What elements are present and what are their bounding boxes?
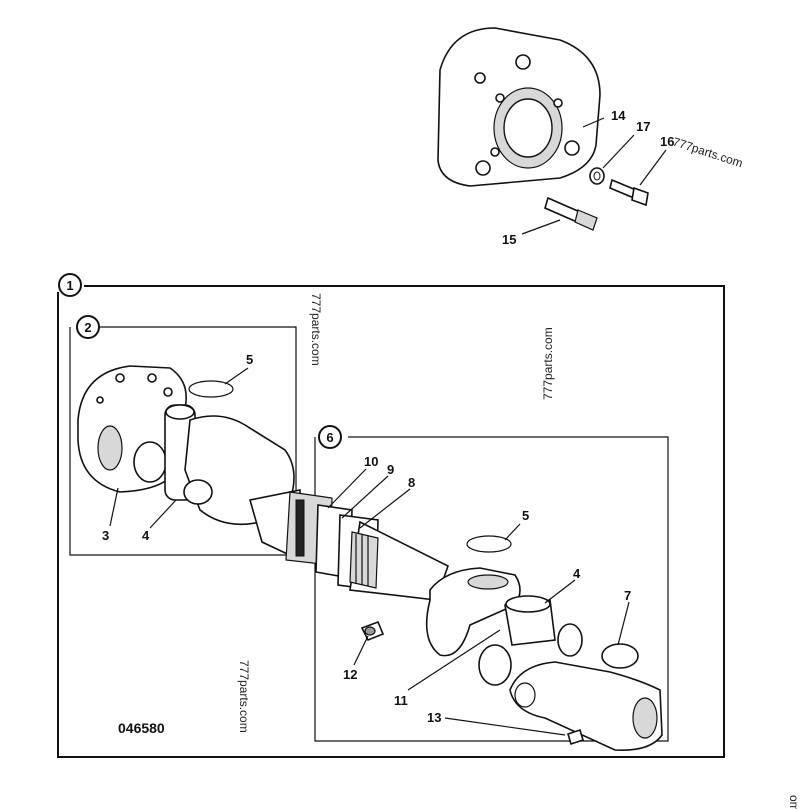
group-1-frame <box>57 285 725 758</box>
watermark: om <box>787 795 800 809</box>
label-5-right: 5 <box>522 508 529 523</box>
circlip-left <box>188 380 234 398</box>
grease-nipple-12 <box>360 620 385 642</box>
cross-kit-right <box>478 595 583 686</box>
label-8: 8 <box>408 475 415 490</box>
label-12: 12 <box>343 667 357 682</box>
washer-17 <box>589 167 605 185</box>
flange-housing <box>437 27 601 187</box>
group-2-callout: 2 <box>76 315 100 339</box>
label-3: 3 <box>102 528 109 543</box>
bolt-16 <box>609 178 649 207</box>
label-7: 7 <box>624 588 631 603</box>
group-6-frame <box>314 436 669 742</box>
slip-yoke <box>509 643 663 752</box>
label-10: 10 <box>364 454 378 469</box>
label-13: 13 <box>427 710 441 725</box>
yoke-right <box>425 567 521 657</box>
watermark: 777parts.com <box>309 293 323 366</box>
grease-nipple-13 <box>567 728 584 746</box>
label-4-left: 4 <box>142 528 150 543</box>
label-16: 16 <box>660 134 674 149</box>
label-5-left: 5 <box>246 352 253 367</box>
group-6-callout: 6 <box>318 425 342 449</box>
label-11: 11 <box>394 693 408 708</box>
watermark: 777parts.com <box>237 660 251 733</box>
shaft-assembly <box>248 489 449 601</box>
watermark: 777parts.com <box>671 135 744 171</box>
label-4-right: 4 <box>573 566 581 581</box>
label-14: 14 <box>611 108 626 123</box>
capscrew-15 <box>544 196 598 231</box>
drawing-code: 046580 <box>118 720 165 736</box>
svg-text:2: 2 <box>84 320 91 335</box>
label-9: 9 <box>387 462 394 477</box>
svg-text:1: 1 <box>66 278 73 293</box>
label-17: 17 <box>636 119 650 134</box>
watermark: 777parts.com <box>541 327 555 400</box>
label-15: 15 <box>502 232 516 247</box>
svg-text:6: 6 <box>326 430 333 445</box>
circlip-right <box>466 535 512 553</box>
group-1-callout: 1 <box>58 273 82 297</box>
